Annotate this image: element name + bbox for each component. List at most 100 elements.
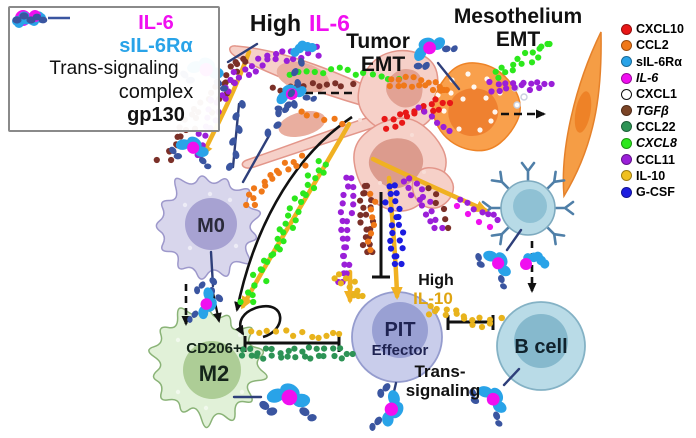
legend-dot <box>621 39 632 51</box>
legend-item-sIL6R: sIL-6Rα <box>621 54 695 70</box>
trans-signaling-label-1: Trans- <box>414 362 465 381</box>
stream-CXCL8 <box>492 40 553 81</box>
legend-dot <box>621 23 632 35</box>
legend-label: CCL2 <box>636 38 669 53</box>
gold-signal-arrow <box>386 175 403 300</box>
tumor-cells <box>229 45 455 212</box>
legend-dot <box>621 88 632 100</box>
sil6ra-molecule <box>290 40 317 57</box>
legend-label: sIL-6Rα <box>636 54 682 69</box>
receptors-and-complexes <box>169 37 550 431</box>
legend-row-gp130: gp130 <box>12 12 214 126</box>
mesothelium-emt-label-1: Mesothelium <box>454 5 582 28</box>
stream-TGFb <box>425 185 452 232</box>
high-il6-title-high: High <box>250 10 301 36</box>
stream-GCSF <box>382 182 407 268</box>
trans-signaling-complex <box>369 383 404 431</box>
labels: High IL-6 Tumor EMT Mesothelium EMT M0 C… <box>186 5 582 400</box>
legend-label: CXCL1 <box>636 87 677 102</box>
stream-CCL22 <box>238 344 356 362</box>
bcr-antibody-icon <box>520 161 536 182</box>
high-il6-title-il6: IL-6 <box>309 10 350 36</box>
bcell-label: B cell <box>514 336 567 358</box>
legend-dot <box>621 170 632 182</box>
stream-CXCL10 <box>381 96 454 132</box>
cytokine-dot-streams <box>153 40 555 362</box>
legend-row-sil6ra: sIL-6Rα <box>12 11 214 57</box>
legend-row-trans: Trans-signaling <box>14 57 214 80</box>
trans-signaling-legend: IL-6 sIL-6Rα Trans-signaling comp <box>8 6 220 132</box>
bcr-antibody-icon <box>546 226 566 246</box>
legend-label: IL-6 <box>636 71 659 86</box>
bcr-antibody-icon <box>546 170 566 190</box>
stream-IL10 <box>425 303 505 331</box>
legend-label: CCL22 <box>636 119 676 134</box>
trans-signaling-complex <box>475 250 511 290</box>
trans-signaling-text: Trans-signaling <box>49 57 179 79</box>
trans-signaling-complex <box>259 383 317 422</box>
cd206-label: CD206+ <box>186 340 242 357</box>
sil6ra-label: sIL-6Rα <box>119 34 193 57</box>
stream-IL10 <box>248 327 343 341</box>
m2-self-loop-arrow <box>235 304 282 339</box>
legend-dot <box>621 154 632 166</box>
bcr-antibody-icon <box>490 226 510 246</box>
legend-item-TGF: TGFβ <box>621 102 695 118</box>
stream-CCL2 <box>243 152 309 209</box>
legend-item-IL6: IL-6 <box>621 70 695 86</box>
trans-signaling-complex <box>469 386 507 427</box>
legend-item-CCL22: CCL22 <box>621 119 695 135</box>
legend-label: G-CSF <box>636 185 675 200</box>
legend-row-complex: complex <box>14 10 214 103</box>
m2-cell-label: M2 <box>199 361 230 386</box>
stream-CXCL8 <box>237 158 329 306</box>
tumor-emt-label-1: Tumor <box>346 30 410 53</box>
stream-IL6 <box>453 202 494 231</box>
trans-signaling-complex <box>187 281 217 323</box>
legend-dot <box>621 72 632 84</box>
legend-item-CCL2: CCL2 <box>621 37 695 53</box>
legend-dot <box>621 56 632 68</box>
stream-CCL11 <box>400 175 446 232</box>
tumor-to-m2-arrow <box>234 115 353 312</box>
legend-item-CCL11: CCL11 <box>621 151 695 167</box>
stream-IL10 <box>331 271 366 300</box>
tumor-emt-label-2: EMT <box>361 53 406 76</box>
stream-CCL2 <box>298 108 346 128</box>
stream-CCL11 <box>415 104 453 135</box>
legend-item-CXCL10: CXCL10 <box>621 21 695 37</box>
trans-signaling-label-2: signaling <box>406 381 481 400</box>
legend-label: CXCL10 <box>636 22 684 37</box>
legend-item-CXCL1: CXCL1 <box>621 86 695 102</box>
legend-item-CXCL8: CXCL8 <box>621 135 695 151</box>
stream-CCL11 <box>335 174 357 286</box>
legend-label: IL-10 <box>636 168 666 183</box>
legend-dot <box>621 105 632 117</box>
stream-CCL2 <box>365 190 379 254</box>
gp130-label: gp130 <box>127 103 185 126</box>
legend-dot <box>621 137 632 149</box>
stream-CCL2 <box>386 73 450 94</box>
legend-label: TGFβ <box>636 103 669 118</box>
legend-dot <box>621 121 632 133</box>
pit-effector-label: Effector <box>372 342 429 359</box>
bcr-antibody-icon <box>554 200 575 216</box>
legend-label: CCL11 <box>636 152 675 167</box>
trans-signaling-complex <box>169 136 212 170</box>
high-il10-label-il10: IL-10 <box>413 289 453 308</box>
trans-signaling-complex <box>413 37 458 70</box>
legend-dot <box>621 186 632 198</box>
stream-CCL11 <box>457 196 501 224</box>
tumor-inhibits-pit-tbar <box>372 192 390 279</box>
complex-label: complex <box>118 80 194 103</box>
stream-CCL11 <box>486 78 555 95</box>
m0-cell-label: M0 <box>197 215 225 237</box>
legend-item-IL10: IL-10 <box>621 168 695 184</box>
bcr-antibody-icon <box>490 170 510 190</box>
legend-item-GCSF: G-CSF <box>621 184 695 200</box>
mesothelium-emt-label-2: EMT <box>496 28 541 51</box>
il6-label: IL-6 <box>138 11 174 34</box>
